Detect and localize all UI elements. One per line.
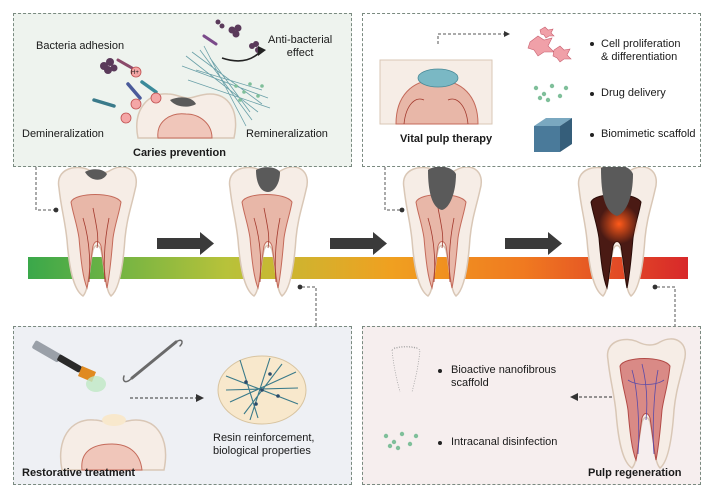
pulp-regeneration-title: Pulp regeneration [588, 467, 682, 479]
drug-particles-icon [533, 83, 569, 103]
tooth-cross-section-icon [379, 59, 493, 125]
vital-to-tooth-connector [384, 167, 400, 211]
nanofibrous-scaffold-icon [391, 346, 421, 393]
regenerated-tooth-icon [606, 338, 687, 469]
bioactive-nanofibrous-label: Bioactive nanofibrous [451, 364, 557, 376]
intracanal-disinfection-label: Intracanal disinfection [451, 436, 558, 448]
drug-delivery-label: Drug delivery [601, 87, 666, 99]
vital-pulp-therapy-title: Vital pulp therapy [400, 133, 493, 145]
antibacterial-label: Anti-bacterial effect [268, 34, 332, 60]
resin-network-icon [217, 355, 307, 425]
vital-bullets [590, 42, 594, 137]
restorative-treatment-title: Restorative treatment [22, 467, 136, 479]
tooth-stage-1 [57, 166, 138, 297]
pulp-item-1: Bioactive nanofibrous scaffold [451, 364, 556, 390]
pulp-bullets [438, 369, 442, 445]
bacteria-adhesion-label: Bacteria adhesion [36, 40, 125, 52]
progression-arrow-2 [330, 232, 387, 255]
biological-properties-label: biological properties [213, 445, 311, 457]
restorative-connector [302, 286, 317, 326]
progression-arrow-3 [505, 232, 562, 255]
caries-connector [35, 167, 55, 211]
antibacterial-line-1: Anti-bacterial [268, 34, 333, 46]
restored-molar-icon [59, 414, 167, 471]
pulp-connector [657, 286, 676, 326]
pulp-arrow [570, 393, 612, 401]
caries-prevention-title: Caries prevention [133, 147, 226, 159]
curved-arrow-icon [221, 51, 261, 62]
curing-light-icon [32, 340, 106, 392]
stem-cells-icon [527, 26, 572, 63]
dental-explorer-icon [122, 339, 183, 383]
vital-item-1: Cell proliferation & differentiation [601, 38, 680, 64]
disinfection-particles-icon [383, 431, 419, 451]
biomimetic-scaffold-icon [534, 118, 572, 152]
resin-reinforcement-label: Resin reinforcement, [213, 432, 315, 444]
biomimetic-scaffold-label: Biomimetic scaffold [601, 128, 696, 140]
rod-bacteria-icon [92, 34, 218, 108]
ion-label: H+ [131, 70, 139, 76]
cell-proliferation-label: Cell proliferation [601, 38, 681, 50]
nanofiber-mesh-icon [181, 45, 271, 127]
tooth-stage-4 [577, 164, 658, 297]
tooth-stage-3 [402, 166, 483, 297]
bacteria-cluster-icon [100, 19, 261, 74]
tooth-stage-2 [228, 166, 309, 297]
restorative-arrow [130, 394, 204, 402]
caries-prevention-panel [13, 13, 352, 167]
remineralization-label: Remineralization [246, 128, 328, 140]
mineral-dots [234, 82, 264, 102]
scaffold-label: scaffold [451, 377, 489, 389]
disease-progression-bar [28, 257, 688, 279]
vital-connector [437, 33, 504, 44]
ion-icons [120, 66, 162, 124]
antibacterial-line-2: effect [286, 47, 314, 59]
demineralization-label: Demineralization [22, 128, 104, 140]
differentiation-label: & differentiation [601, 51, 678, 63]
progression-arrow-1 [157, 232, 214, 255]
restorative-result-label: Resin reinforcement, biological properti… [213, 432, 315, 458]
